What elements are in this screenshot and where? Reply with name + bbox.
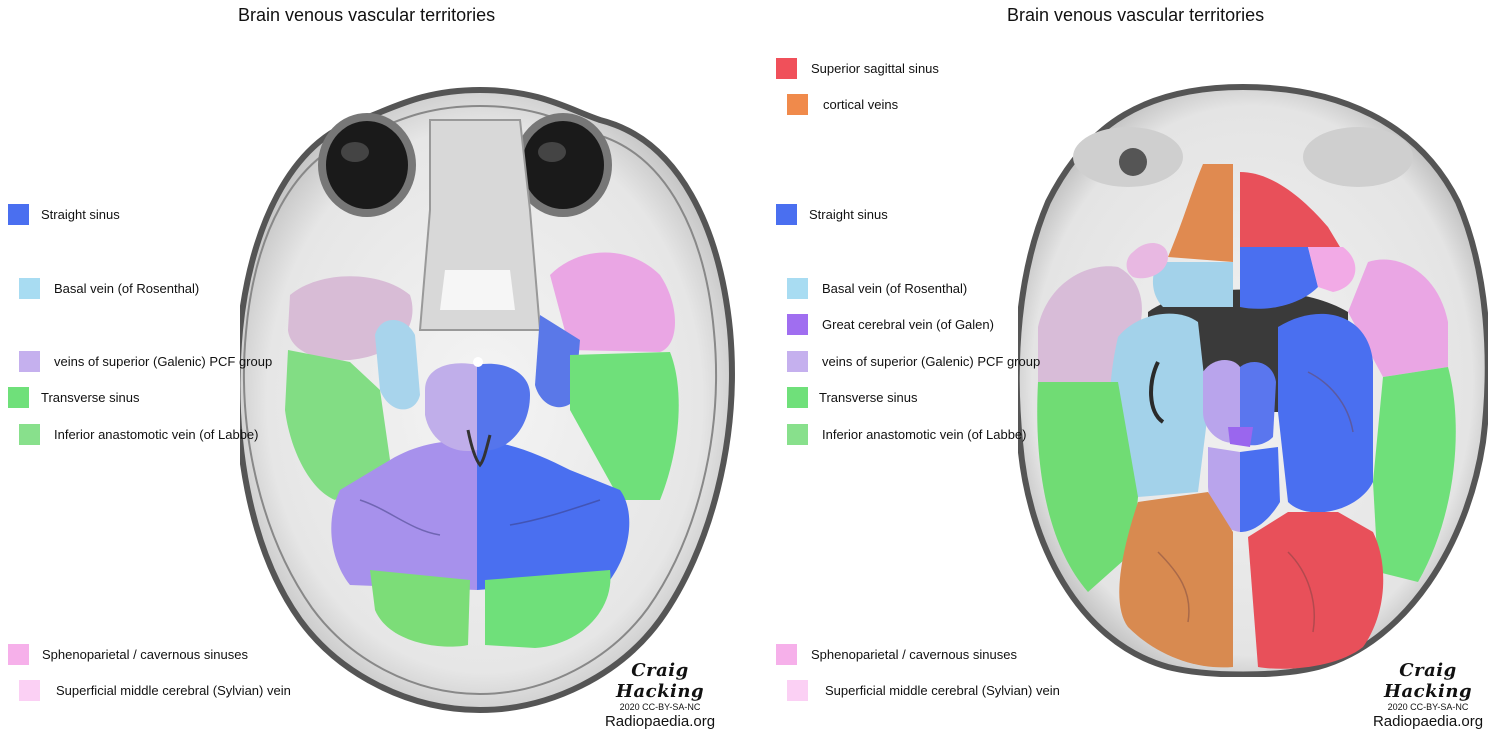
right-legend-item-sphenoparietal: Sphenoparietal / cavernous sinuses (776, 643, 1017, 665)
superior-sagittal-swatch-icon (776, 57, 797, 79)
left-legend-item-galenic-pcf: veins of superior (Galenic) PCF group (19, 350, 272, 372)
cortical-veins-swatch-icon (787, 93, 808, 115)
sylvian-swatch-icon (787, 679, 808, 701)
labbe-swatch-icon (19, 423, 40, 445)
right-brain-axial-image (1018, 83, 1488, 677)
legend-label: Superior sagittal sinus (811, 60, 939, 76)
right-legend-item-labbe: Inferior anastomotic vein (of Labbe) (787, 423, 1027, 445)
straight-sinus-swatch-icon (776, 203, 797, 225)
right-panel: Brain venous vascular territories (768, 0, 1500, 730)
license-text: 2020 CC-BY-SA-NC (619, 702, 701, 712)
left-legend-item-sphenoparietal: Sphenoparietal / cavernous sinuses (8, 643, 248, 665)
legend-label: Inferior anastomotic vein (of Labbe) (822, 426, 1027, 442)
legend-label: Basal vein (of Rosenthal) (54, 280, 200, 296)
left-legend-item-basal-vein: Basal vein (of Rosenthal) (19, 277, 199, 299)
right-legend-item-galen: Great cerebral vein (of Galen) (787, 313, 994, 335)
site-text: Radiopaedia.org (1372, 713, 1484, 730)
author-signature: Craig Hacking (1383, 660, 1473, 702)
legend-label: Basal vein (of Rosenthal) (822, 280, 968, 296)
left-panel: Brain venous vascular territories (0, 0, 750, 730)
sphenoparietal-swatch-icon (8, 643, 29, 665)
left-title: Brain venous vascular territories (238, 5, 496, 25)
legend-label: veins of superior (Galenic) PCF group (822, 353, 1041, 369)
straight-sinus-swatch-icon (8, 203, 29, 225)
left-legend-item-labbe: Inferior anastomotic vein (of Labbe) (19, 423, 259, 445)
labbe-swatch-icon (787, 423, 808, 445)
left-brain-axial-image (240, 86, 735, 714)
transverse-sinus-swatch-icon (787, 386, 808, 408)
site-text: Radiopaedia.org (604, 713, 716, 730)
license-text: 2020 CC-BY-SA-NC (1387, 702, 1469, 712)
legend-label: Straight sinus (41, 206, 120, 222)
legend-label: Sphenoparietal / cavernous sinuses (42, 646, 248, 662)
legend-label: Superficial middle cerebral (Sylvian) ve… (825, 682, 1060, 698)
right-legend-item-cortical-veins: cortical veins (787, 93, 898, 115)
left-legend-item-straight-sinus: Straight sinus (8, 203, 120, 225)
legend-label: Inferior anastomotic vein (of Labbe) (54, 426, 259, 442)
right-legend-item-transverse-sinus: Transverse sinus (787, 386, 918, 408)
legend-label: Superficial middle cerebral (Sylvian) ve… (56, 682, 291, 698)
sphenoparietal-swatch-icon (776, 643, 797, 665)
legend-label: Straight sinus (809, 206, 888, 222)
right-title: Brain venous vascular territories (1007, 5, 1265, 25)
basal-vein-swatch-icon (787, 277, 808, 299)
legend-label: Sphenoparietal / cavernous sinuses (811, 646, 1017, 662)
right-legend-item-basal-vein: Basal vein (of Rosenthal) (787, 277, 967, 299)
right-legend-item-straight-sinus: Straight sinus (776, 203, 888, 225)
left-orbit (318, 113, 416, 217)
legend-label: Great cerebral vein (of Galen) (822, 316, 994, 332)
legend-label: veins of superior (Galenic) PCF group (54, 353, 273, 369)
transverse-sinus-swatch-icon (8, 386, 29, 408)
legend-label: Transverse sinus (819, 389, 918, 405)
left-legend-item-sylvian: Superficial middle cerebral (Sylvian) ve… (19, 679, 291, 701)
legend-label: cortical veins (823, 96, 899, 112)
right-credit: Craig Hacking 2020 CC-BY-SA-NC Radiopaed… (1368, 660, 1488, 730)
left-legend-item-transverse-sinus: Transverse sinus (8, 386, 140, 408)
right-orbit (514, 113, 612, 217)
legend-label: Transverse sinus (41, 389, 140, 405)
left-credit: Craig Hacking 2020 CC-BY-SA-NC Radiopaed… (600, 660, 720, 730)
sylvian-swatch-icon (19, 679, 40, 701)
right-legend-item-galenic-pcf: veins of superior (Galenic) PCF group (787, 350, 1040, 372)
galenic-pcf-swatch-icon (787, 350, 808, 372)
galen-swatch-icon (787, 313, 808, 335)
right-legend-item-sylvian: Superficial middle cerebral (Sylvian) ve… (787, 679, 1060, 701)
galenic-pcf-swatch-icon (19, 350, 40, 372)
right-legend-item-superior-sagittal: Superior sagittal sinus (776, 57, 939, 79)
author-signature: Craig Hacking (615, 660, 705, 702)
basal-vein-swatch-icon (19, 277, 40, 299)
